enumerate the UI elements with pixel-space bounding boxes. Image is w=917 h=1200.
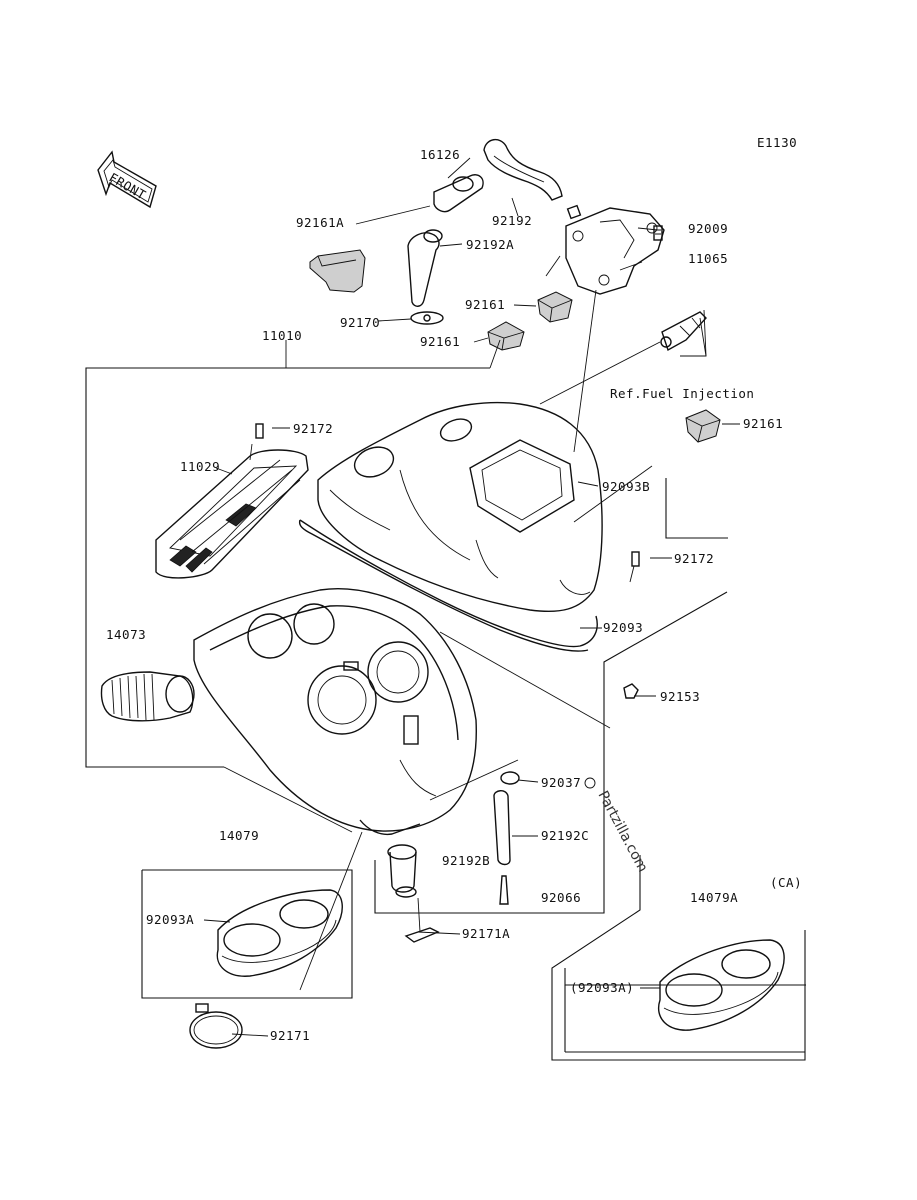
connector-92192A [407, 174, 484, 307]
label-14079: 14079 [219, 828, 259, 843]
label-11065: 11065 [688, 251, 728, 266]
air-cleaner-upper-case [298, 401, 603, 652]
label-92172-b: 92172 [674, 551, 714, 566]
label-92037: 92037 [541, 775, 581, 790]
clamp-92171A [404, 927, 440, 943]
label-92153: 92153 [660, 689, 700, 704]
screw-92172-a [249, 423, 264, 461]
part-labels: 16126 92161A 92192 92009 92192A 11065 92… [106, 147, 802, 1043]
ref-fuel-injection-note: Ref.Fuel Injection [610, 386, 754, 401]
label-92093A-ref: (92093A) [570, 980, 634, 995]
label-92066: 92066 [541, 890, 581, 905]
label-11010: 11010 [262, 328, 302, 343]
label-92192C: 92192C [541, 828, 589, 843]
leader-lines [203, 157, 740, 1037]
assembly-frames [85, 367, 806, 1061]
label-92161-b: 92161 [420, 334, 460, 349]
label-92171: 92171 [270, 1028, 310, 1043]
cover-14079 [216, 889, 343, 977]
label-11029: 11029 [180, 459, 220, 474]
breather-hose-16126 [483, 139, 563, 201]
screw-92172-b [629, 551, 640, 583]
air-cleaner-lower-case [193, 588, 477, 836]
cover-14079A [657, 939, 785, 1031]
watermark: Partzilla.com [594, 788, 650, 875]
foam-92161-a [537, 291, 573, 323]
bolt-92153 [623, 683, 639, 699]
label-92093B: 92093B [602, 479, 650, 494]
label-92172-a: 92172 [293, 421, 333, 436]
label-92170: 92170 [340, 315, 380, 330]
label-92161-c: 92161 [743, 416, 783, 431]
label-92093A: 92093A [146, 912, 194, 927]
band-clamp-92171 [189, 1003, 243, 1049]
foam-92161-c [685, 409, 721, 443]
variant-label-ca: (CA) [770, 875, 802, 890]
intake-duct-14073 [100, 671, 195, 722]
label-14073: 14073 [106, 627, 146, 642]
label-92161-a: 92161 [465, 297, 505, 312]
fuel-injection-connector [660, 311, 707, 352]
label-92009: 92009 [688, 221, 728, 236]
foam-92161-b [487, 321, 525, 351]
label-92192B: 92192B [442, 853, 490, 868]
label-92171A: 92171A [462, 926, 510, 941]
label-16126: 16126 [420, 147, 460, 162]
bracket-92161A [309, 249, 366, 293]
clip-92037 [500, 771, 596, 789]
front-arrow-icon: FRONT [97, 150, 157, 209]
label-92192A: 92192A [466, 237, 514, 252]
label-92192: 92192 [492, 213, 532, 228]
clamp-92170 [410, 311, 444, 325]
plate-11065 [565, 204, 665, 295]
air-filter-element-11029 [155, 449, 309, 579]
bolt-92009 [653, 225, 663, 241]
diagram-code: E1130 [757, 135, 797, 150]
drain-hose-92192C [493, 790, 511, 905]
label-14079A: 14079A [690, 890, 738, 905]
label-92093: 92093 [603, 620, 643, 635]
fitting-92192B [387, 844, 417, 898]
label-92161A: 92161A [296, 215, 344, 230]
